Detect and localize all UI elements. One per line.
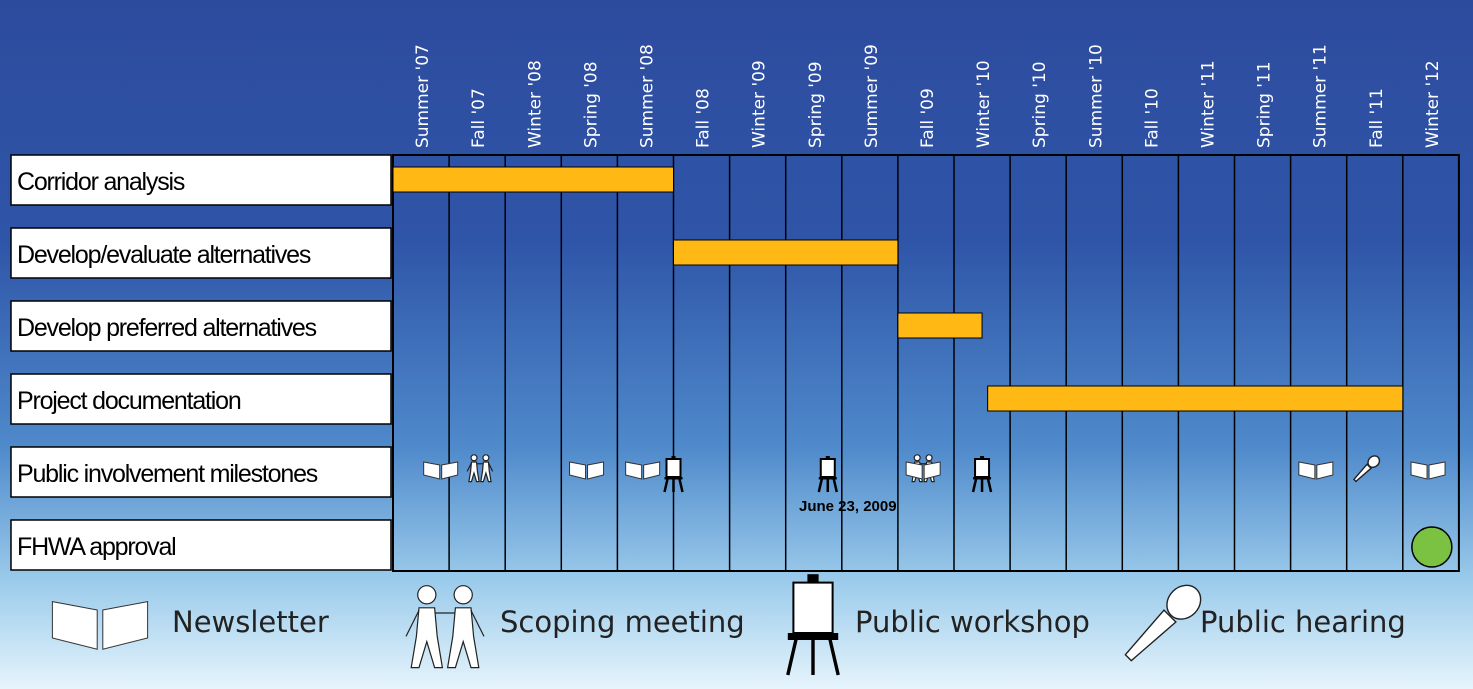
task-label: FHWA approval xyxy=(17,533,176,561)
milestone-marker xyxy=(1352,455,1381,483)
milestone-marker xyxy=(1410,461,1446,480)
period-label: Fall '09 xyxy=(918,88,938,148)
newsletter-icon xyxy=(1298,461,1334,480)
period-label: Fall '07 xyxy=(469,88,489,148)
milestone-marker xyxy=(663,456,684,493)
period-label: Spring '11 xyxy=(1255,61,1275,148)
milestone-marker xyxy=(625,461,661,480)
legend-item: Public workshop xyxy=(786,574,1090,676)
period-label: Winter '12 xyxy=(1423,60,1443,148)
task-label-box xyxy=(10,519,392,571)
scoping-meeting-icon xyxy=(405,585,485,669)
grid-frame xyxy=(392,154,1460,572)
task-label: Project documentation xyxy=(17,387,241,415)
task-bar xyxy=(897,312,983,339)
period-label: Summer '09 xyxy=(862,44,882,148)
task-label: Develop/evaluate alternatives xyxy=(17,241,311,269)
legend-label: Scoping meeting xyxy=(500,605,745,639)
task-label-box xyxy=(10,227,392,279)
milestone-marker xyxy=(971,456,993,493)
period-label: Spring '08 xyxy=(581,61,601,148)
period-label: Spring '09 xyxy=(806,61,826,148)
legend-item: Scoping meeting xyxy=(405,585,745,669)
date-annotation: June 23, 2009 xyxy=(799,498,897,515)
period-label: Winter '10 xyxy=(974,60,994,148)
newsletter-icon xyxy=(423,461,459,480)
workshop-icon xyxy=(663,456,684,493)
period-label: Winter '11 xyxy=(1198,60,1218,148)
milestone-marker xyxy=(905,461,941,480)
milestone-marker xyxy=(1298,461,1334,480)
legend-item: Public hearing xyxy=(1124,584,1406,662)
task-label: Public involvement milestones xyxy=(17,460,318,488)
public-hearing-icon xyxy=(1352,455,1381,483)
task-bar xyxy=(987,385,1404,412)
workshop-icon xyxy=(971,456,993,493)
public-hearing-icon xyxy=(1124,584,1202,662)
period-label: Fall '08 xyxy=(694,88,714,148)
newsletter-icon xyxy=(569,461,605,480)
period-label: Fall '10 xyxy=(1142,88,1162,148)
milestone-marker xyxy=(817,456,838,493)
milestone-marker xyxy=(569,461,605,480)
milestone-marker xyxy=(423,461,459,480)
legend-label: Public hearing xyxy=(1200,605,1406,639)
task-label-box xyxy=(10,300,392,352)
newsletter-icon xyxy=(905,461,941,480)
period-label: Summer '07 xyxy=(413,44,433,148)
newsletter-icon xyxy=(51,600,149,650)
workshop-icon xyxy=(786,574,840,676)
period-label: Summer '10 xyxy=(1086,44,1106,148)
task-label-box xyxy=(10,373,392,425)
period-label: Winter '08 xyxy=(525,60,545,148)
milestone-marker xyxy=(466,454,494,483)
period-label: Summer '08 xyxy=(637,44,657,148)
period-label: Winter '09 xyxy=(750,60,770,148)
period-label: Summer '11 xyxy=(1311,44,1331,148)
legend-label: Public workshop xyxy=(855,605,1090,639)
task-bar xyxy=(392,166,674,193)
task-label-box xyxy=(10,154,392,206)
period-label: Fall '11 xyxy=(1367,88,1387,148)
task-label-box xyxy=(10,446,392,498)
approval-marker xyxy=(1411,526,1453,568)
period-label: Spring '10 xyxy=(1030,61,1050,148)
newsletter-icon xyxy=(625,461,661,480)
workshop-icon xyxy=(817,456,838,493)
newsletter-icon xyxy=(1410,461,1446,480)
task-bar xyxy=(673,239,899,266)
scoping-meeting-icon xyxy=(466,454,494,483)
legend-label: Newsletter xyxy=(172,605,329,639)
legend-item: Newsletter xyxy=(51,600,329,650)
task-label: Corridor analysis xyxy=(17,168,185,196)
task-label: Develop preferred alternatives xyxy=(17,314,317,342)
